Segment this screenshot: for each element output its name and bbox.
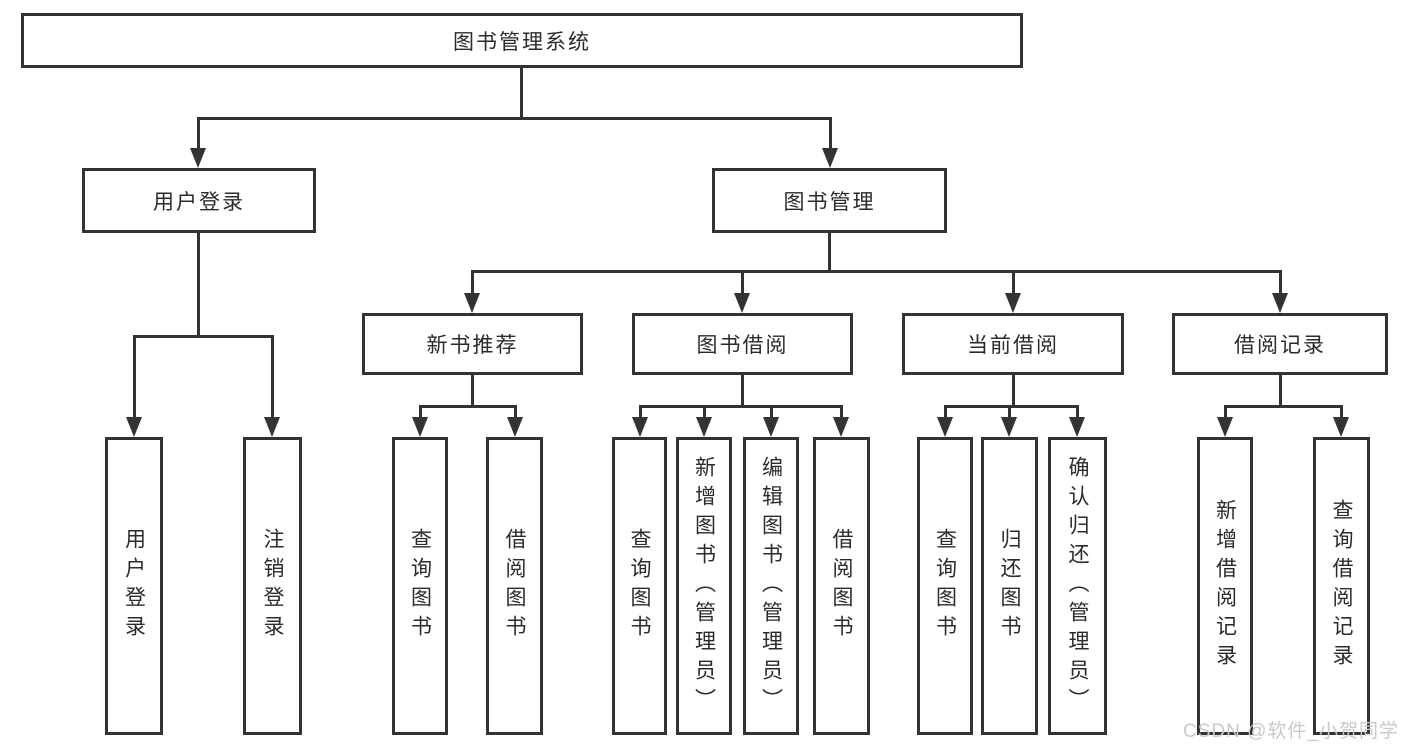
connector-line [840, 405, 843, 421]
node-user-login-label: 用户登录 [153, 190, 245, 214]
leaf-query-books-newbook: 查询图书 [392, 437, 448, 735]
node-book-management: 图书管理 [712, 168, 947, 233]
connector-line [419, 405, 422, 421]
arrowhead-icon [1217, 417, 1233, 437]
connector-line [703, 405, 706, 421]
leaf-add-borrow-record: 新增借阅记录 [1197, 437, 1253, 735]
arrowhead-icon [507, 417, 523, 437]
arrowhead-icon [734, 293, 750, 313]
connector-line [197, 117, 200, 151]
arrowhead-icon [632, 417, 648, 437]
arrowhead-icon [937, 417, 953, 437]
leaf-logout: 注销登录 [243, 437, 302, 735]
connector-line [828, 232, 831, 272]
arrowhead-icon [412, 417, 428, 437]
connector-line [829, 117, 832, 151]
connector-line [1224, 405, 1227, 421]
connector-line [944, 405, 947, 421]
arrowhead-icon [190, 148, 206, 168]
connector-line [197, 117, 831, 120]
arrowhead-icon [833, 417, 849, 437]
node-current-borrow-label: 当前借阅 [967, 334, 1059, 357]
leaf-confirm-return-admin: 确认归还（管理员） [1048, 437, 1107, 735]
connector-line [741, 374, 744, 408]
arrowhead-icon [464, 293, 480, 313]
connector-line [471, 270, 474, 296]
connector-line [1008, 405, 1011, 421]
leaf-borrow-books-newbook: 借阅图书 [486, 437, 543, 735]
connector-line [1012, 270, 1015, 296]
connector-line [419, 405, 517, 408]
arrowhead-icon [126, 417, 142, 437]
connector-line [1224, 405, 1343, 408]
leaf-query-borrow-record: 查询借阅记录 [1313, 437, 1370, 735]
arrowhead-icon [1005, 293, 1021, 313]
node-borrow-records: 借阅记录 [1172, 313, 1388, 375]
arrowhead-icon [763, 417, 779, 437]
arrowhead-icon [696, 417, 712, 437]
connector-line [1340, 405, 1343, 421]
arrowhead-icon [822, 148, 838, 168]
connector-line [770, 405, 773, 421]
node-book-borrow-label: 图书借阅 [696, 334, 789, 357]
leaf-query-books-borrow: 查询图书 [612, 437, 667, 735]
connector-line [514, 405, 517, 421]
leaf-add-books-admin: 新增图书（管理员） [676, 437, 732, 735]
leaf-return-books: 归还图书 [981, 437, 1038, 735]
arrowhead-icon [1333, 417, 1349, 437]
arrowhead-icon [1001, 417, 1017, 437]
node-borrow-records-label: 借阅记录 [1234, 334, 1326, 357]
leaf-user-login: 用户登录 [105, 437, 163, 735]
node-book-management-label: 图书管理 [783, 190, 876, 214]
connector-line [271, 335, 274, 419]
node-book-borrow: 图书借阅 [632, 313, 853, 375]
connector-line [1279, 270, 1282, 296]
connector-line [471, 374, 474, 408]
connector-line [1279, 374, 1282, 408]
leaf-edit-books-admin: 编辑图书（管理员） [743, 437, 799, 735]
connector-line [471, 270, 1282, 273]
connector-line [639, 405, 843, 408]
node-root-label: 图书管理系统 [453, 30, 591, 54]
node-user-login: 用户登录 [82, 168, 316, 233]
arrowhead-icon [1272, 293, 1288, 313]
arrowhead-icon [1069, 417, 1085, 437]
node-new-book-recommend: 新书推荐 [362, 313, 583, 375]
leaf-borrow-books: 借阅图书 [813, 437, 870, 735]
connector-line [133, 335, 136, 419]
connector-line [133, 335, 274, 338]
connector-line [520, 68, 523, 119]
node-current-borrow: 当前借阅 [902, 313, 1124, 375]
connector-line [1076, 405, 1079, 421]
leaf-query-books-current: 查询图书 [917, 437, 973, 735]
connector-line [1012, 374, 1015, 408]
arrowhead-icon [264, 417, 280, 437]
node-new-book-recommend-label: 新书推荐 [426, 334, 519, 357]
node-root: 图书管理系统 [21, 13, 1023, 68]
watermark: CSDN @软件_小贺同学 [1183, 721, 1399, 742]
connector-line [639, 405, 642, 421]
connector-line [741, 270, 744, 296]
connector-line [944, 405, 1079, 408]
connector-line [197, 232, 200, 336]
